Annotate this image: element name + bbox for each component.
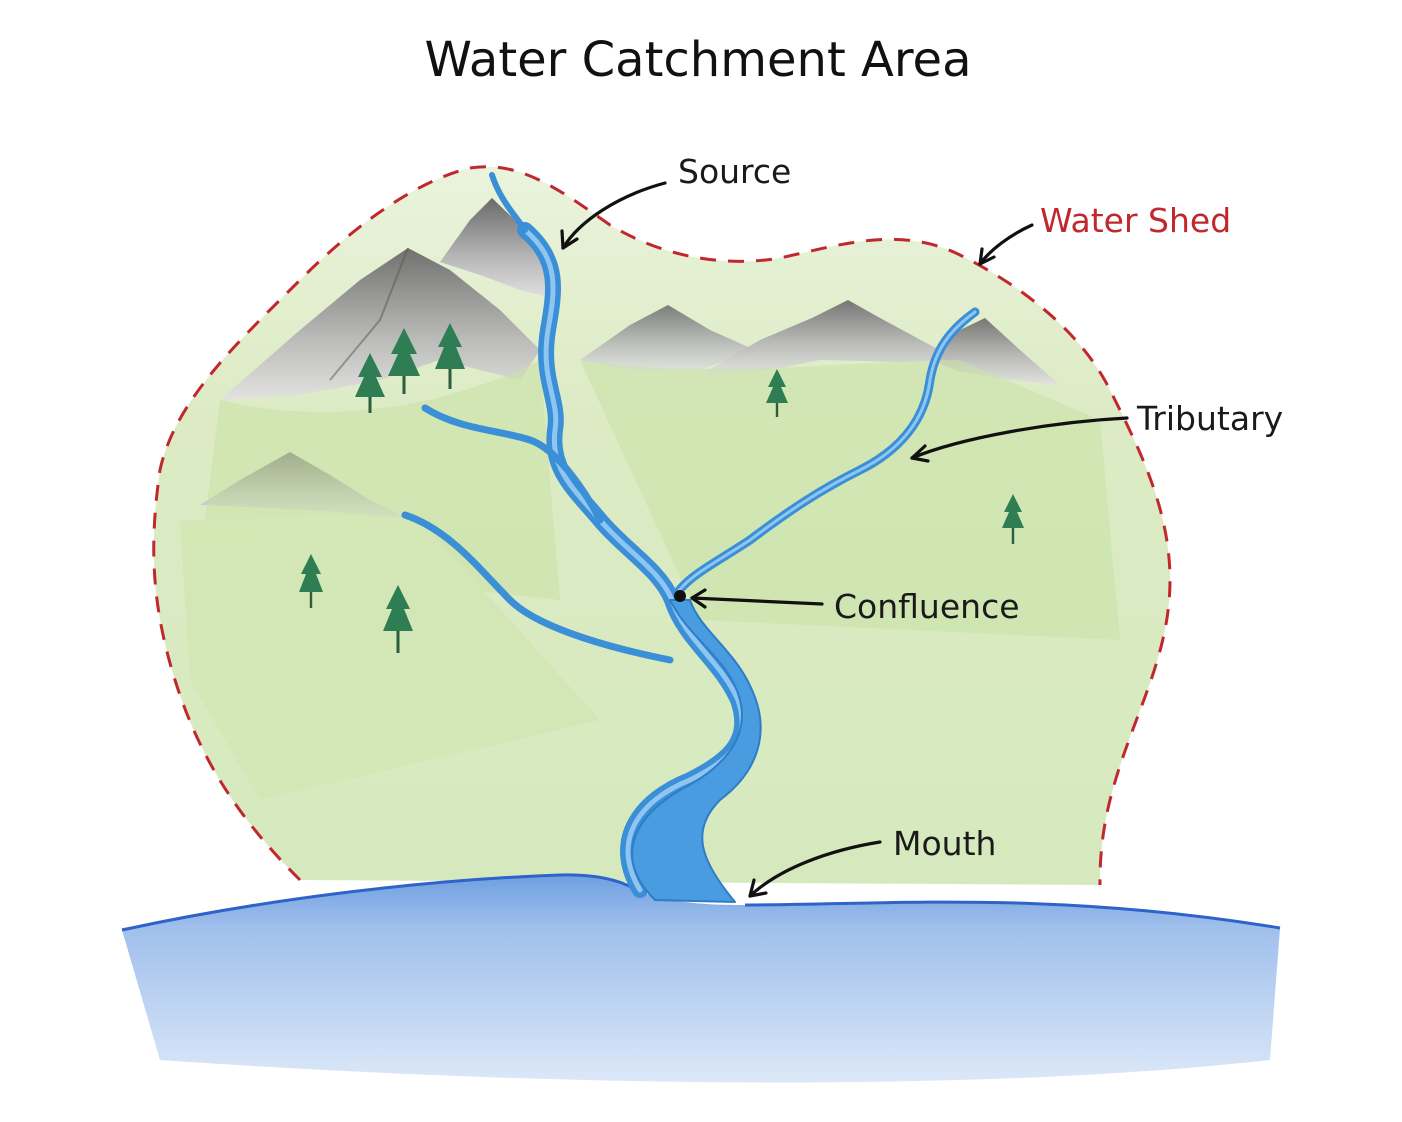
watershed-boundary bbox=[152, 165, 1172, 886]
sea bbox=[122, 874, 1280, 1083]
watershed-arrow bbox=[978, 223, 1034, 266]
river-system bbox=[401, 172, 980, 903]
label-source: Source bbox=[678, 152, 791, 191]
label-mouth: Mouth bbox=[893, 824, 996, 863]
tree-icon bbox=[1002, 494, 1024, 544]
label-watershed: Water Shed bbox=[1040, 201, 1231, 240]
tree-icon bbox=[299, 554, 323, 608]
mountain-middle bbox=[580, 305, 755, 372]
tributary-lower-left bbox=[401, 511, 674, 664]
annotation-arrows bbox=[560, 181, 1129, 898]
trees bbox=[299, 323, 1024, 653]
label-confluence: Confluence bbox=[834, 587, 1020, 626]
tree-icon bbox=[766, 369, 788, 417]
confluence-point bbox=[674, 590, 686, 602]
tree-icon bbox=[383, 585, 413, 653]
diagram-title: Water Catchment Area bbox=[425, 32, 972, 88]
label-tributary: Tributary bbox=[1136, 399, 1283, 438]
source-arrow bbox=[561, 181, 667, 250]
tributary-arrow bbox=[910, 416, 1129, 460]
tree-icon bbox=[355, 353, 385, 413]
slopes bbox=[180, 360, 1120, 800]
shoreline bbox=[121, 873, 1281, 932]
mountain-center-right bbox=[700, 300, 960, 375]
confluence-arrow bbox=[690, 596, 824, 606]
mountain-source bbox=[440, 198, 560, 300]
tributary-upper-left bbox=[421, 404, 604, 524]
tree-icon bbox=[388, 328, 420, 394]
river-lower bbox=[631, 599, 762, 903]
tree-icon bbox=[435, 323, 465, 389]
mouth-arrow bbox=[748, 840, 882, 898]
